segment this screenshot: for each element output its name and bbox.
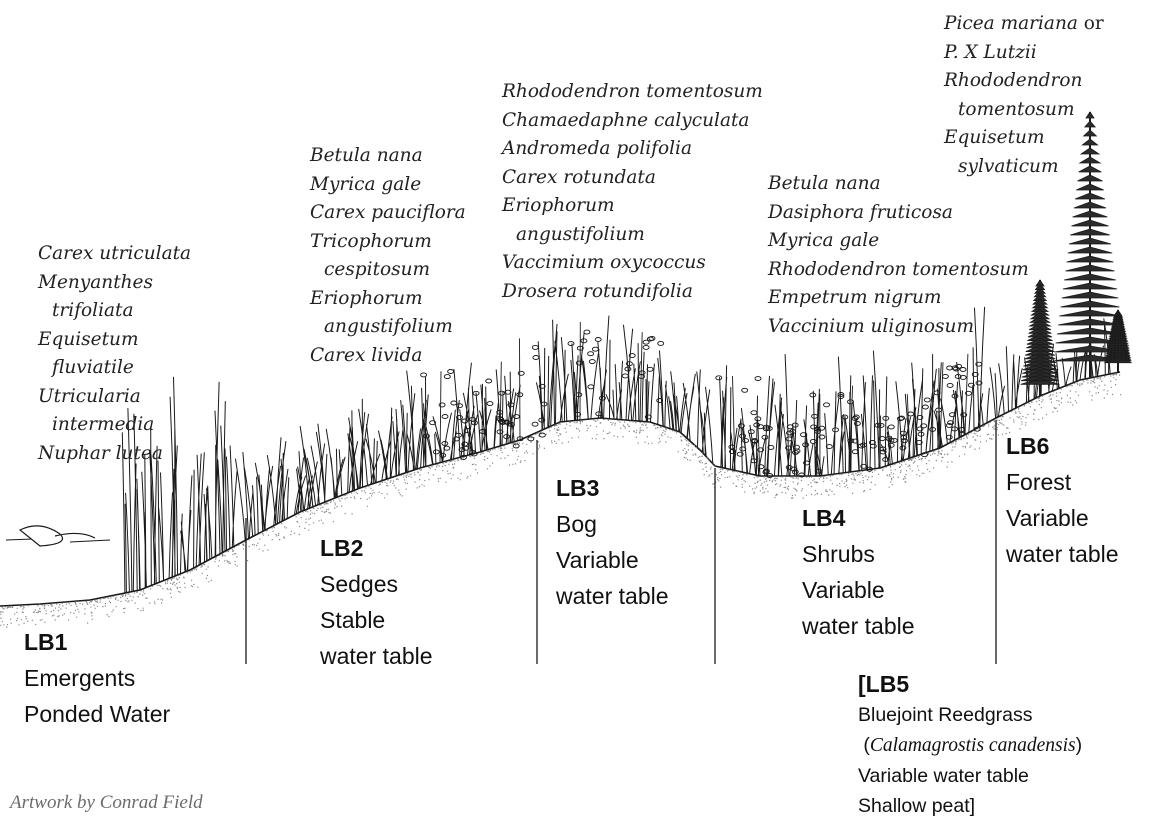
species-item: Carex livida — [310, 342, 466, 371]
species-item: Picea mariana or — [944, 10, 1104, 39]
zone-code: LB6 — [1006, 428, 1119, 464]
species-item: Rhododendron tomentosum — [768, 256, 1029, 285]
zone-label-lb5: [LB5 Bluejoint Reedgrass (Calamagrostis … — [858, 668, 1082, 821]
zone-water: Variable water table — [858, 761, 1082, 791]
zone-water: Variable — [802, 572, 915, 608]
species-item: Myrica gale — [768, 227, 1029, 256]
zone-code: LB4 — [802, 500, 915, 536]
species-item: Rhododendron tomentosum — [502, 78, 763, 107]
zone-vegetation: Emergents — [24, 660, 170, 696]
species-item: Drosera rotundifolia — [502, 278, 763, 307]
zone-species: (Calamagrostis canadensis) — [858, 730, 1082, 761]
species-list-lb4: Betula nanaDasiphora fruticosaMyrica gal… — [768, 170, 1029, 341]
species-item: Empetrum nigrum — [768, 284, 1029, 313]
zone-water: Variable — [1006, 500, 1119, 536]
zone-label-lb3: LB3 Bog Variable water table — [556, 470, 669, 614]
species-item: angustifolium — [310, 313, 466, 342]
species-item: Eriophorum — [310, 285, 466, 314]
zone-water: water table — [556, 578, 669, 614]
zone-label-lb6: LB6 Forest Variable water table — [1006, 428, 1119, 572]
zone-water: water table — [802, 608, 915, 644]
zone-vegetation: Bog — [556, 506, 669, 542]
zone-water: Ponded Water — [24, 696, 170, 732]
species-item: intermedia — [38, 411, 191, 440]
zone-vegetation: Bluejoint Reedgrass — [858, 700, 1082, 730]
species-item: Eriophorum — [502, 192, 763, 221]
zone-water: water table — [1006, 536, 1119, 572]
species-item: cespitosum — [310, 256, 466, 285]
species-item: trifoliata — [38, 297, 191, 326]
zone-code: LB2 — [320, 530, 433, 566]
zone-label-lb1: LB1 Emergents Ponded Water — [24, 624, 170, 732]
species-item: Vaccinium uliginosum — [768, 313, 1029, 342]
species-item: Carex pauciflora — [310, 199, 466, 228]
species-item: Andromeda polifolia — [502, 135, 763, 164]
species-item: Tricophorum — [310, 228, 466, 257]
species-list-lb1: Carex utriculataMenyanthestrifoliataEqui… — [38, 240, 191, 468]
species-item: Myrica gale — [310, 171, 466, 200]
species-item: Vaccimium oxycoccus — [502, 249, 763, 278]
species-list-lb3: Rhododendron tomentosumChamaedaphne caly… — [502, 78, 763, 306]
zone-vegetation: Shrubs — [802, 536, 915, 572]
zone-code: [LB5 — [858, 668, 1082, 700]
species-item: angustifolium — [502, 221, 763, 250]
species-item: Menyanthes — [38, 269, 191, 298]
zone-water: water table — [320, 638, 433, 674]
zone-code: LB1 — [24, 624, 170, 660]
species-item: P. X Lutzii — [944, 39, 1104, 68]
species-item: Chamaedaphne calyculata — [502, 107, 763, 136]
zone-label-lb2: LB2 Sedges Stable water table — [320, 530, 433, 674]
species-item: Carex utriculata — [38, 240, 191, 269]
species-item: Carex rotundata — [502, 164, 763, 193]
lily-pad-icon — [20, 526, 95, 546]
species-item: Dasiphora fruticosa — [768, 199, 1029, 228]
species-item: tomentosum — [944, 96, 1104, 125]
artwork-credit: Artwork by Conrad Field — [10, 792, 203, 814]
zone-code: LB3 — [556, 470, 669, 506]
species-item: Nuphar lutea — [38, 440, 191, 469]
species-item: Utricularia — [38, 383, 191, 412]
zone-vegetation: Sedges — [320, 566, 433, 602]
species-list-lb2: Betula nanaMyrica galeCarex paucifloraTr… — [310, 142, 466, 370]
zone-vegetation: Forest — [1006, 464, 1119, 500]
species-item: sylvaticum — [944, 153, 1104, 182]
species-list-lb6: Picea mariana or P. X LutziiRhododendron… — [944, 10, 1104, 181]
species-item: Rhododendron — [944, 67, 1104, 96]
species-item: fluviatile — [38, 354, 191, 383]
species-item: Betula nana — [310, 142, 466, 171]
zone-water: Stable — [320, 602, 433, 638]
spruce-foliage — [1104, 310, 1131, 363]
species-item: Equisetum — [38, 326, 191, 355]
zone-label-lb4: LB4 Shrubs Variable water table — [802, 500, 915, 644]
zone-water: Variable — [556, 542, 669, 578]
species-item: Equisetum — [944, 124, 1104, 153]
